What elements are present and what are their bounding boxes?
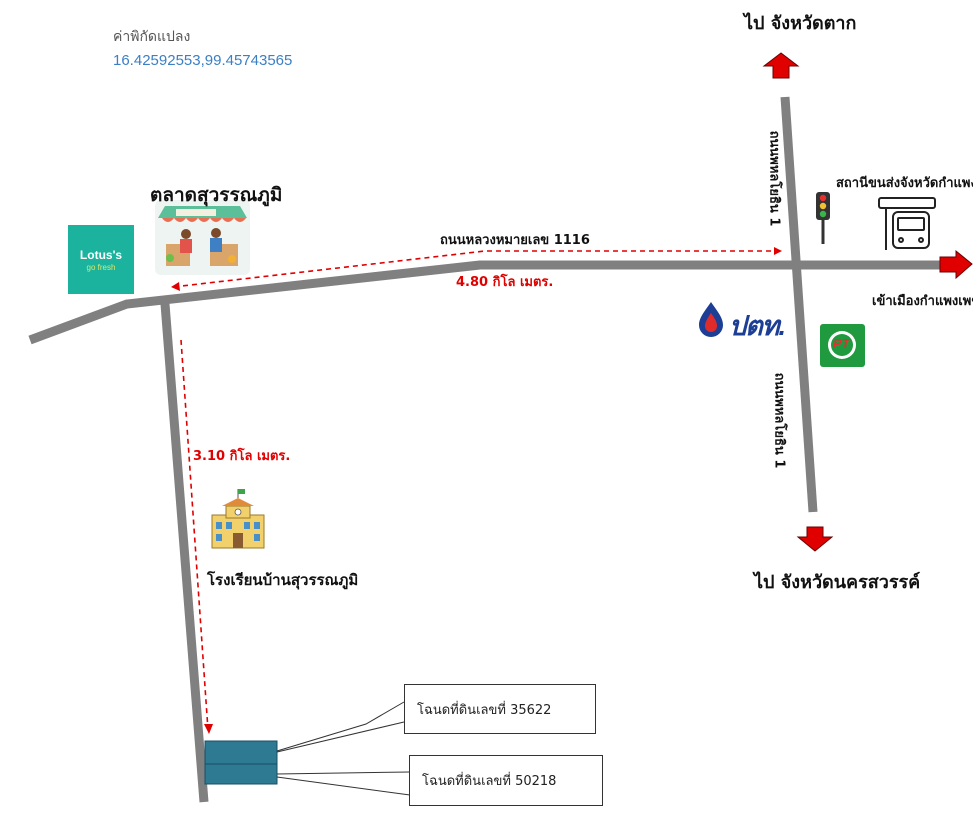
direction-arrow-icon xyxy=(762,52,800,79)
label-bus-station: สถานีขนส่งจังหวัดกำแพงเพชร xyxy=(836,176,973,191)
market-stall-icon xyxy=(155,200,250,275)
callout-line xyxy=(276,721,405,753)
road-1116 xyxy=(28,260,960,345)
school-building-icon xyxy=(211,489,265,549)
label-distance-horizontal: 4.80 กิโล เมตร. xyxy=(456,275,554,290)
land-plot-35622 xyxy=(204,740,278,765)
distance-arrow-vertical xyxy=(180,339,209,731)
land-plot-50218 xyxy=(204,763,278,785)
road-local xyxy=(160,303,209,803)
coordinate-label: ค่าพิกัดแปลง xyxy=(113,28,191,44)
lotus-logo-subtext: go fresh xyxy=(86,262,116,272)
label-school: โรงเรียนบ้านสุวรรณภูมิ xyxy=(207,571,359,589)
deed-box-50218: โฉนดที่ดินเลขที่ 50218 xyxy=(409,755,603,806)
direction-arrow-icon xyxy=(796,526,834,552)
label-road-phahonyothin-bottom: ถนนพหลโยธิน 1 xyxy=(771,372,787,469)
label-to-tak: ไป จังหวัดตาก xyxy=(744,13,857,34)
label-market: ตลาดสุวรรณภูมิ xyxy=(150,184,283,206)
coordinate-value: 16.42592553,99.45743565 xyxy=(113,52,293,69)
arrowhead-icon xyxy=(171,282,180,291)
lotus-logo-bg xyxy=(68,225,134,294)
direction-arrow-icon xyxy=(939,249,973,280)
label-distance-vertical: 3.10 กิโล เมตร. xyxy=(193,449,291,464)
callout-line xyxy=(276,701,405,752)
callout-line xyxy=(276,771,411,775)
label-road-1116: ถนนหลวงหมายเลข 1116 xyxy=(440,233,590,248)
traffic-light-icon xyxy=(816,192,830,244)
callout-line xyxy=(276,776,411,796)
lotus-logo-text: Lotus's xyxy=(79,247,123,262)
ptt-drop-icon xyxy=(699,302,723,337)
pt-logo-icon xyxy=(820,324,865,367)
label-to-nakhon-sawan: ไป จังหวัดนครสวรรค์ xyxy=(754,572,921,593)
label-city: เข้าเมืองกำแพงเพชร xyxy=(872,294,973,309)
label-road-phahonyothin-top: ถนนพหลโยธิน 1 xyxy=(766,130,782,227)
bus-station-icon xyxy=(878,197,936,250)
distance-arrow-horizontal xyxy=(172,250,780,288)
pt-logo-text: PT xyxy=(833,336,850,351)
arrowhead-icon xyxy=(204,724,213,734)
road-phahonyothin xyxy=(780,96,818,513)
deed-box-35622: โฉนดที่ดินเลขที่ 35622 xyxy=(404,684,596,734)
ptt-logo-text: ปตท. xyxy=(729,311,786,341)
arrowhead-icon xyxy=(774,247,782,255)
lotus-logo: Lotus's go fresh xyxy=(68,225,134,294)
